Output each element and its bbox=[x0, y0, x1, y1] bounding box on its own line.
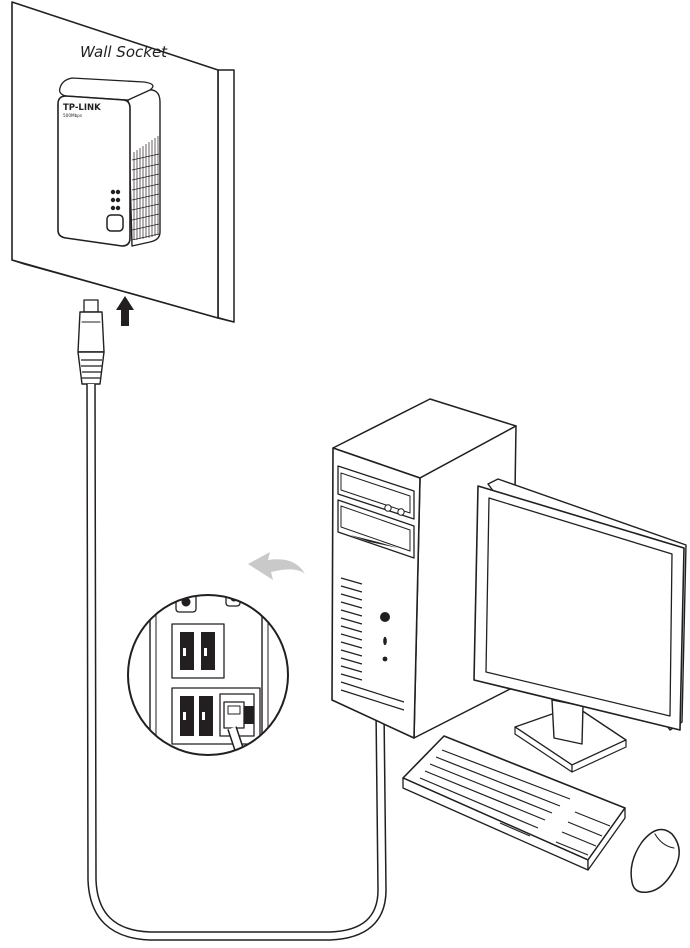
mouse-icon bbox=[630, 828, 680, 894]
arrow-up-icon bbox=[116, 296, 134, 326]
rj45-plug-icon bbox=[77, 299, 105, 385]
adapter-brand-label: TP-LINK bbox=[63, 103, 101, 113]
rear-ports-zoom-icon bbox=[127, 594, 289, 756]
adapter-model-label: 500Mbps bbox=[63, 113, 82, 118]
keyboard-icon bbox=[402, 735, 626, 871]
wall-socket-label: Wall Socket bbox=[80, 43, 168, 61]
curved-arrow-icon bbox=[248, 552, 305, 580]
monitor-icon bbox=[473, 478, 687, 773]
powerline-adapter-icon bbox=[57, 77, 161, 247]
ethernet-cable-icon bbox=[86, 383, 387, 941]
